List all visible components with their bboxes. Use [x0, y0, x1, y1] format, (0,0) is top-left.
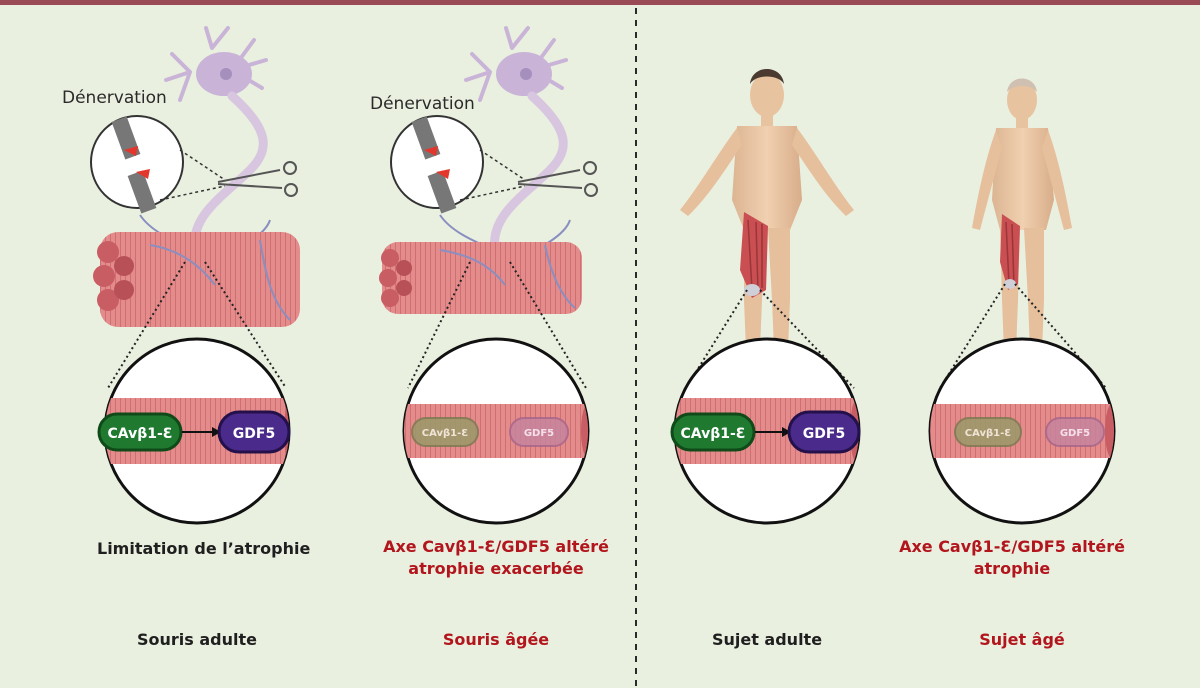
panel-2-mouse-aged: CAvβ1-Ɛ GDF5	[379, 26, 598, 525]
caption-panel-4: Axe Cavβ1-Ɛ/GDF5 altéré atrophie	[882, 536, 1142, 580]
human-figure-aged	[972, 78, 1072, 364]
caption-panel-1: Limitation de l’atrophie	[97, 538, 311, 560]
panel-1-mouse-adult: CAvβ1-Ɛ GDF5	[90, 26, 300, 525]
panel-title-sujet-adulte: Sujet adulte	[711, 630, 823, 649]
pill-gdf5-faded	[509, 417, 569, 447]
pill-cavb1-label: CAvβ1-Ɛ	[680, 426, 745, 442]
pill-cavb1-label: CAvβ1-Ɛ	[422, 428, 469, 439]
scissors-icon	[217, 161, 298, 197]
pill-cavb1-faded	[411, 417, 479, 447]
pill-gdf5-label: GDF5	[233, 426, 275, 442]
human-figure-adult	[680, 69, 854, 362]
caption-line: atrophie exacerbée	[408, 559, 584, 578]
pill-cavb1-label: CAvβ1-Ɛ	[107, 426, 172, 442]
pill-cavb1-label: CAvβ1-Ɛ	[965, 428, 1012, 439]
arrow-head	[782, 427, 791, 437]
pill-cavb1	[670, 412, 756, 452]
caption-line: atrophie	[973, 559, 1051, 578]
caption-panel-2: Axe Cavβ1-Ɛ/GDF5 altéré atrophie exacerb…	[366, 536, 626, 580]
muscle-bundle	[93, 232, 300, 327]
denervation-label: Dénervation	[62, 88, 167, 108]
pill-gdf5-faded	[1045, 417, 1105, 447]
caption-line: Axe Cavβ1-Ɛ/GDF5 altéré	[899, 537, 1125, 556]
caption-line: Limitation de l’atrophie	[97, 539, 311, 558]
pill-cavb1	[97, 412, 183, 452]
panel-title-sujet-age: Sujet âgé	[979, 630, 1065, 649]
pill-gdf5-label: GDF5	[1060, 428, 1090, 439]
pill-gdf5-label: GDF5	[524, 428, 554, 439]
panel-title-souris-adulte: Souris adulte	[137, 630, 257, 649]
caption-line: Axe Cavβ1-Ɛ/GDF5 altéré	[383, 537, 609, 556]
pill-gdf5	[217, 410, 291, 454]
arrow-head	[212, 427, 221, 437]
panel-4-human-aged: CAvβ1-Ɛ GDF5	[928, 78, 1116, 525]
top-bar	[0, 0, 1200, 5]
scissors-icon	[517, 161, 598, 197]
muscle-bundle	[379, 242, 582, 314]
pill-cavb1-faded	[954, 417, 1022, 447]
denervation-zoom	[90, 115, 226, 214]
zoom-line	[939, 283, 1006, 389]
pill-gdf5	[787, 410, 861, 454]
zoom-line	[407, 261, 471, 389]
denervation-zoom	[390, 115, 526, 214]
denervation-label: Dénervation	[370, 94, 475, 114]
pill-gdf5-label: GDF5	[803, 426, 845, 442]
panel-title-souris-agee: Souris âgée	[442, 630, 550, 649]
panel-3-human-adult: CAvβ1-Ɛ GDF5	[670, 69, 861, 525]
